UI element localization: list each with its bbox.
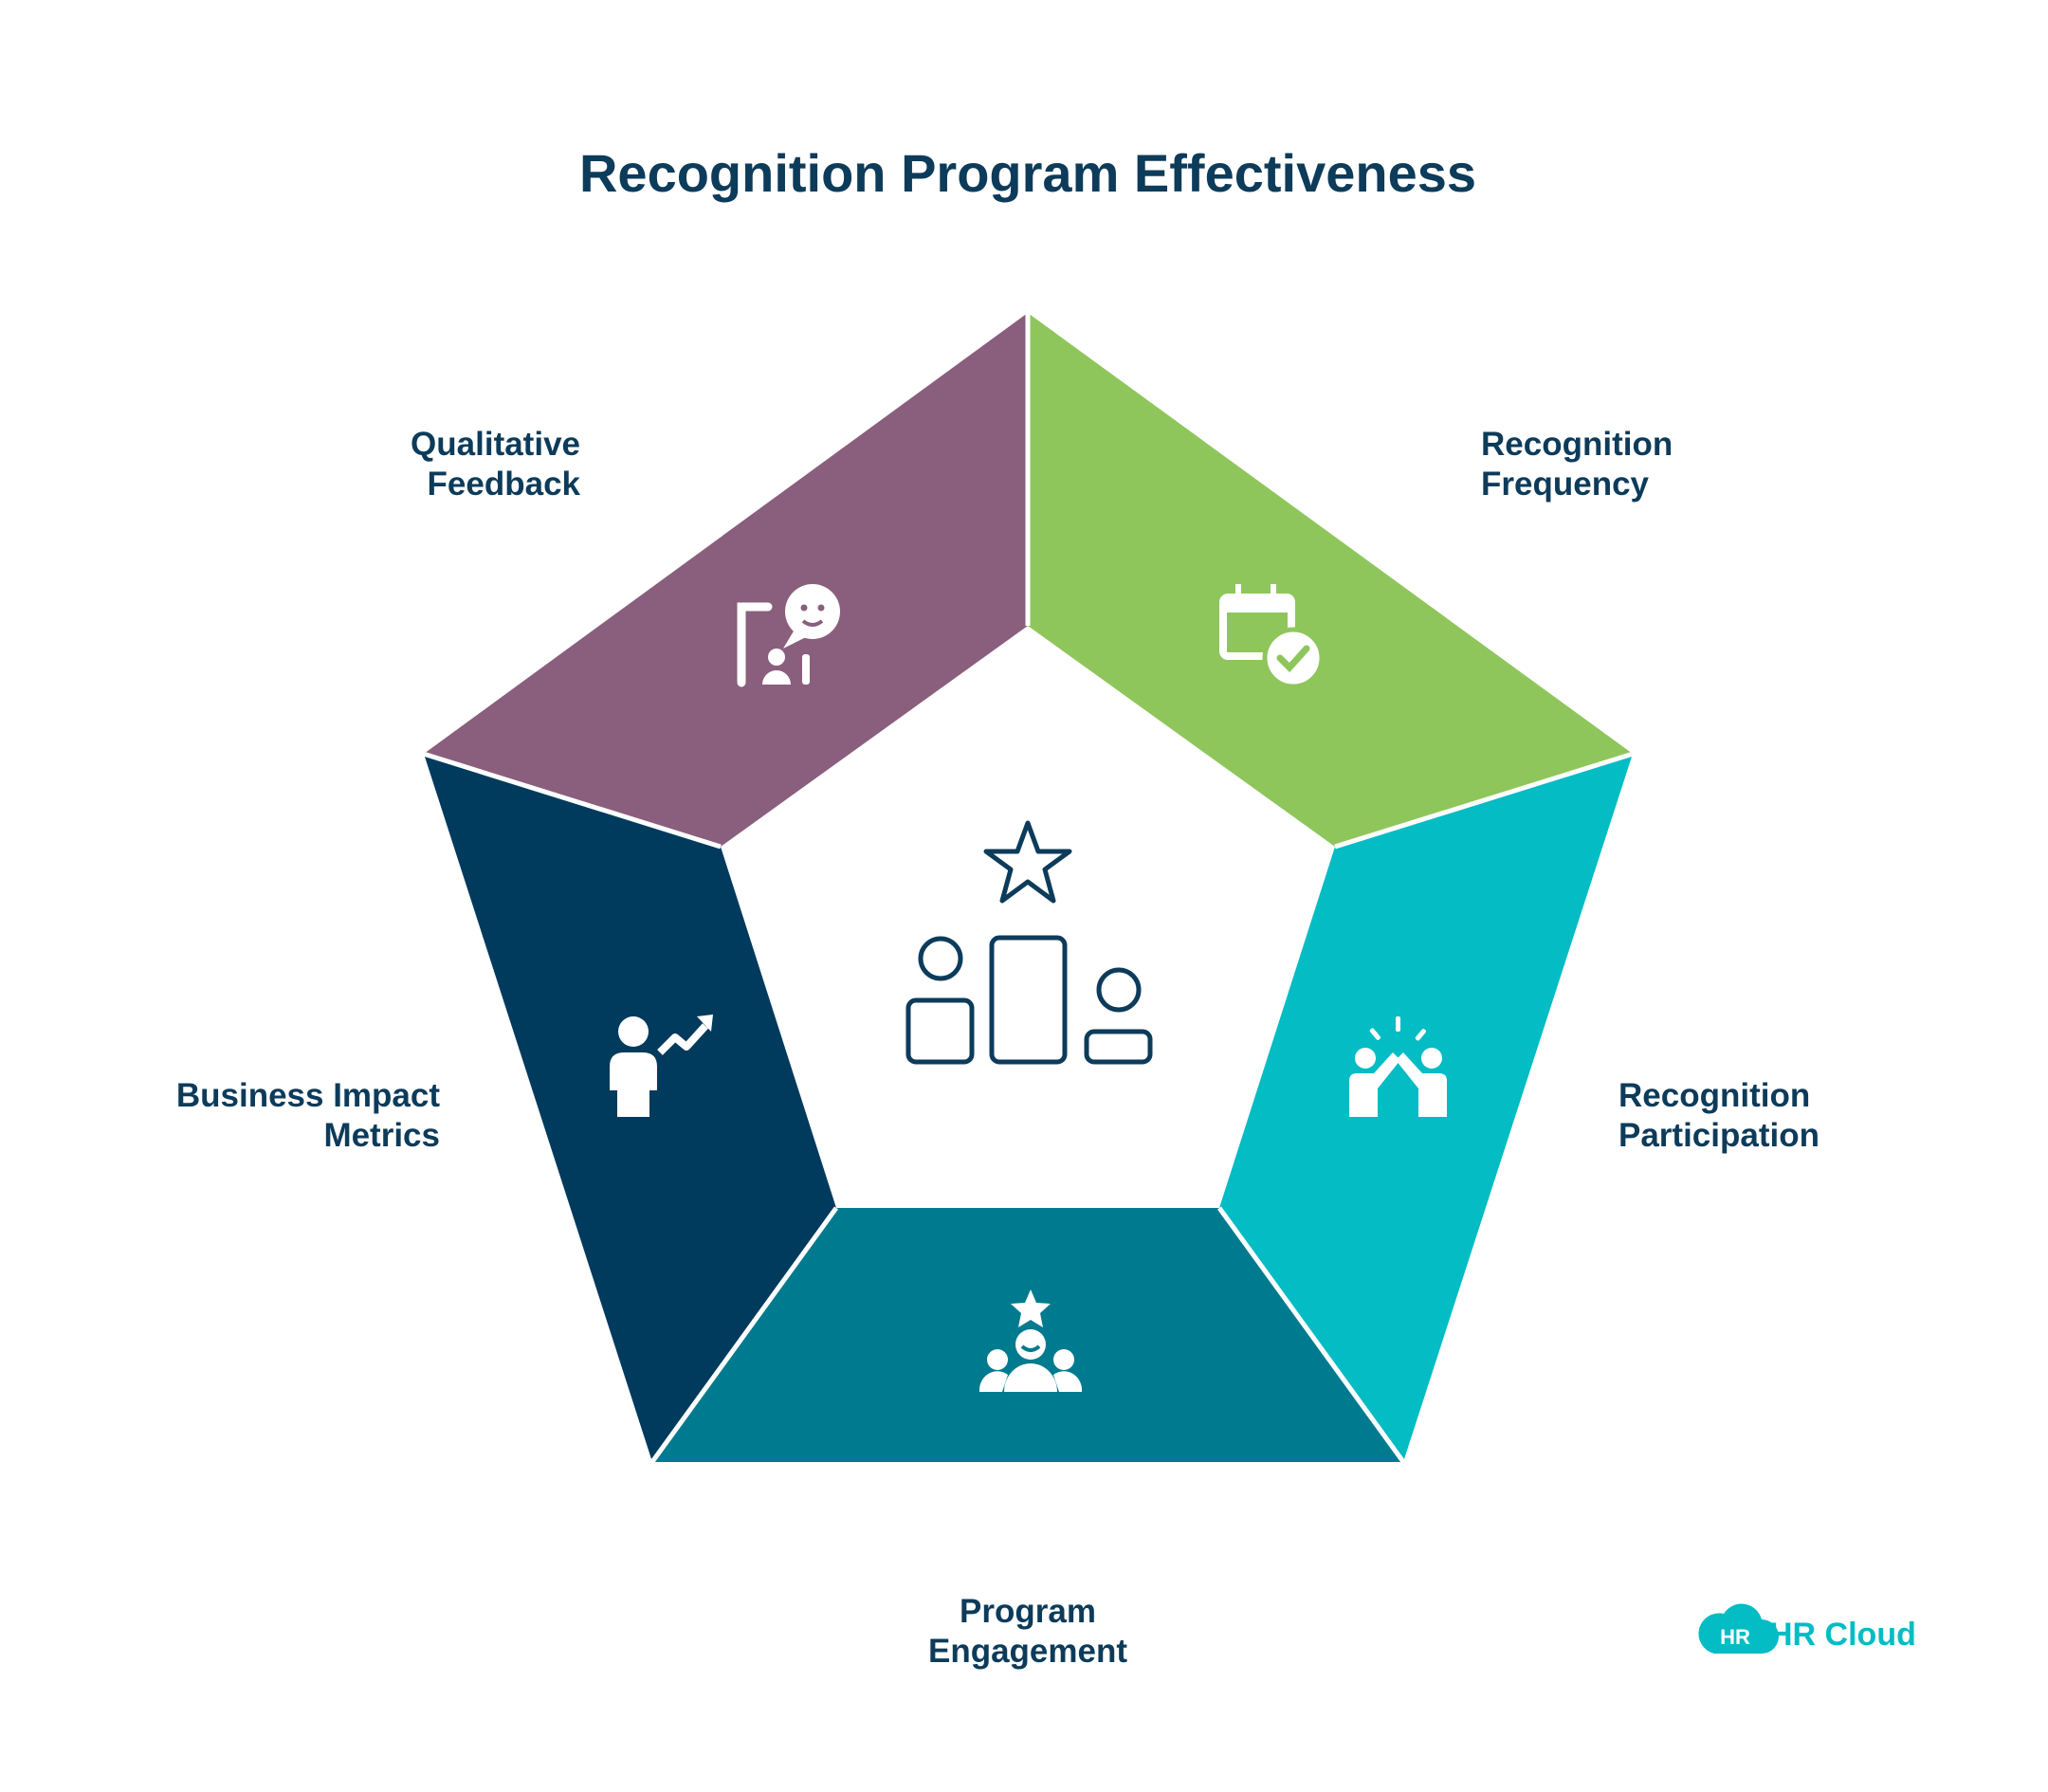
person-growth-icon	[610, 1015, 713, 1117]
cloud-icon	[1698, 1603, 1779, 1654]
segment-qualitative-feedback	[424, 313, 1028, 847]
presentation-feedback-icon	[737, 584, 840, 687]
segment-recognition-frequency	[1028, 313, 1633, 847]
logo-badge: HR	[1720, 1625, 1750, 1649]
calendar-check-icon	[1219, 584, 1325, 689]
high-five-icon	[1349, 1016, 1447, 1117]
podium-star-icon	[905, 820, 1153, 1065]
page-title: Recognition Program Effectiveness	[579, 143, 1476, 203]
hr-cloud-logo: HR HR Cloud	[1698, 1603, 1916, 1654]
logo-text: HR Cloud	[1769, 1617, 1916, 1653]
segment-dividers	[413, 303, 1643, 1472]
team-star-icon	[978, 1289, 1083, 1392]
